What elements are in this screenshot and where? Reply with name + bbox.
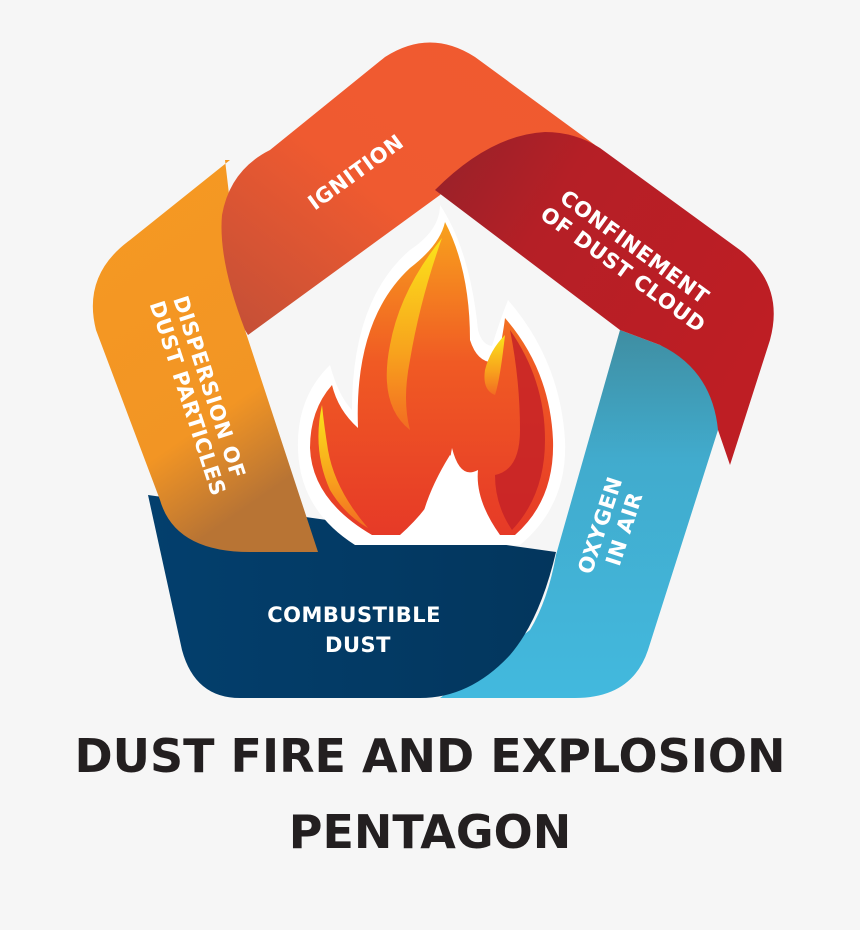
flame-icon bbox=[297, 205, 566, 545]
title-line-2: PENTAGON bbox=[288, 805, 572, 859]
segment-dispersion: DISPERSION OF DUST PARTICLES bbox=[92, 160, 318, 552]
confinement-ribbon bbox=[435, 132, 774, 465]
dispersion-ribbon bbox=[92, 160, 318, 552]
dust-pentagon-diagram: OXYGEN IN AIR COMBUSTIBLE DUST DISPERSIO… bbox=[92, 42, 774, 698]
segment-ignition: IGNITION bbox=[221, 42, 595, 335]
ignition-ribbon bbox=[221, 42, 595, 335]
title-line-1: DUST FIRE AND EXPLOSION bbox=[74, 729, 786, 783]
oxygen-ribbon bbox=[440, 330, 719, 698]
segment-oxygen-in-air: OXYGEN IN AIR bbox=[440, 330, 719, 698]
combustible-dust-label: COMBUSTIBLE DUST bbox=[267, 603, 449, 657]
diagram-title: DUST FIRE AND EXPLOSION PENTAGON bbox=[0, 718, 860, 870]
